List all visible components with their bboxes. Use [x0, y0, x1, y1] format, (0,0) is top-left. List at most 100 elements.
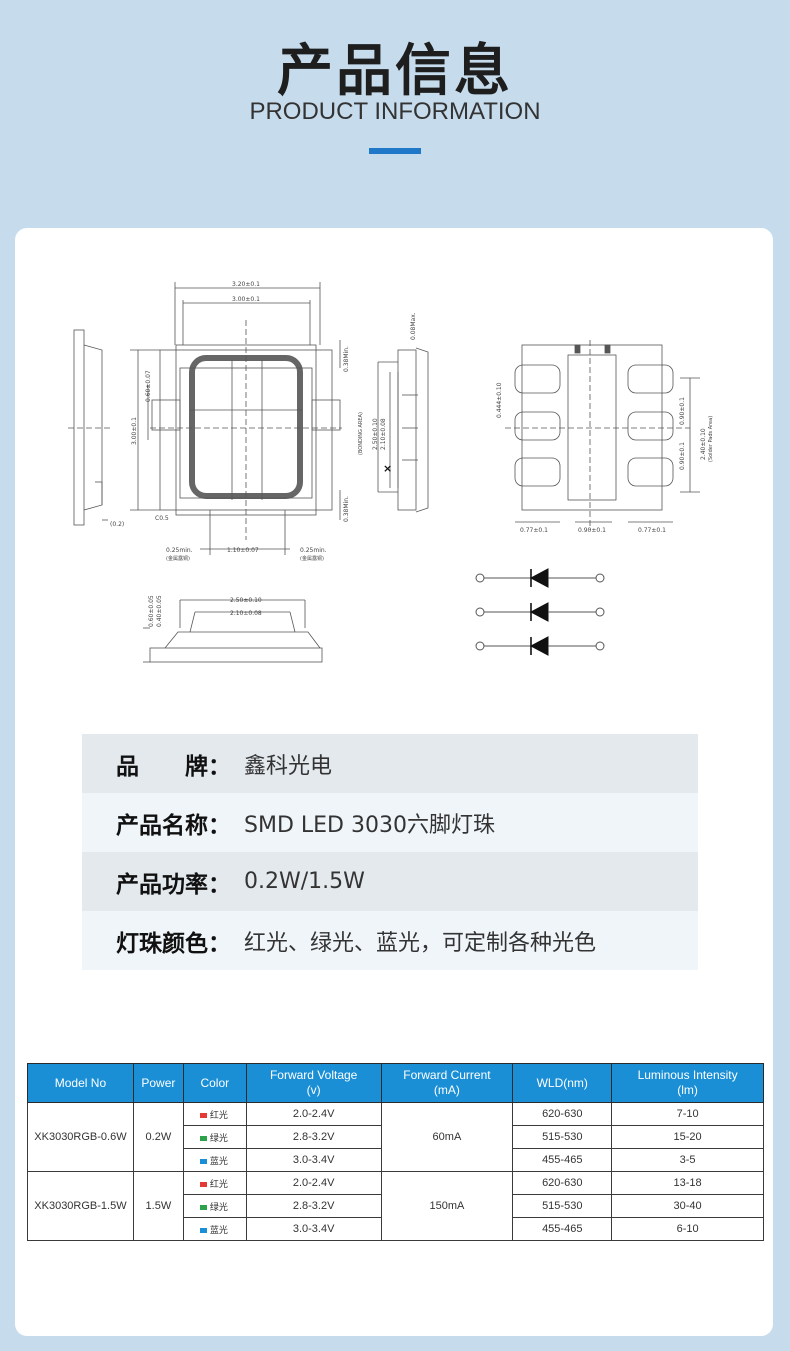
dim-label: 2.50±0.10 — [372, 418, 379, 450]
wld-cell: 620-630 — [512, 1102, 613, 1126]
info-key: 产品功率： — [116, 871, 231, 898]
power-cell: 0.2W — [132, 1102, 184, 1172]
table-row: 蓝光 3.0-3.4V 455-465 6-10 — [28, 1217, 764, 1241]
dim-label: (金属露铜) — [300, 555, 324, 562]
intensity-cell: 7-10 — [611, 1102, 764, 1126]
color-label: 红光 — [209, 1109, 228, 1120]
dim-label: 3.20±0.1 — [232, 281, 260, 288]
spec-table: Model No Power Color Forward Voltage (v)… — [27, 1063, 764, 1241]
dim-label: 0.25min. — [166, 547, 193, 554]
color-label: 绿光 — [209, 1132, 228, 1143]
color-label: 绿光 — [209, 1201, 228, 1212]
color-swatch — [199, 1204, 207, 1210]
table-row: 绿光 2.8-3.2V 515-530 15-20 — [28, 1125, 764, 1149]
dim-label: (金属露铜) — [166, 555, 190, 562]
power-cell: 1.5W — [132, 1171, 184, 1241]
header-intensity: Luminous Intensity (lm) — [611, 1063, 764, 1103]
voltage-cell: 2.0-2.4V — [245, 1171, 382, 1195]
info-value: 鑫科光电 — [244, 753, 333, 779]
dim-label: 0.90±0.1 — [679, 397, 686, 425]
header-color: Color — [182, 1063, 247, 1103]
dim-label: (0.2) — [110, 521, 124, 528]
diode-symbols — [475, 568, 605, 656]
color-swatch — [199, 1227, 207, 1233]
dim-label: 0.38Min. — [343, 496, 350, 522]
table-row: 绿光 2.8-3.2V 515-530 30-40 — [28, 1194, 764, 1218]
wld-cell: 620-630 — [512, 1171, 613, 1195]
side-view-left — [68, 329, 110, 526]
color-label: 红光 — [209, 1178, 228, 1189]
color-swatch — [199, 1135, 207, 1141]
product-info-list: 品 牌： 鑫科光电 产品名称： SMD LED 3030六脚灯珠 产品功率： 0… — [82, 734, 698, 970]
page-header: 产品信息 PRODUCT INFORMATION — [0, 0, 790, 228]
wld-cell: 455-465 — [512, 1148, 613, 1172]
dim-label: 0.90±0.1 — [679, 442, 686, 470]
dim-label: 0.38Min. — [343, 346, 350, 372]
voltage-cell: 2.0-2.4V — [245, 1102, 382, 1126]
spec-header-row: Model No Power Color Forward Voltage (v)… — [27, 1063, 764, 1103]
info-value: 红光、绿光、蓝光，可定制各种光色 — [244, 930, 597, 956]
color-swatch — [199, 1181, 207, 1187]
dimension-drawing-svg: (0.2) 3.20±0.1 3.00±0.1 C0.5 0.25min. — [68, 281, 714, 663]
color-swatch — [199, 1112, 207, 1118]
info-row-power: 产品功率： 0.2W/1.5W — [82, 852, 698, 911]
intensity-cell: 13-18 — [611, 1171, 764, 1195]
intensity-cell: 15-20 — [611, 1125, 764, 1149]
wld-cell: 515-530 — [512, 1194, 613, 1218]
dim-label: 1.10±0.07 — [227, 547, 259, 554]
intensity-cell: 3-5 — [611, 1148, 764, 1172]
dim-label: 0.77±0.1 — [638, 527, 666, 534]
intensity-cell: 6-10 — [611, 1217, 764, 1241]
current-cell: 150mA — [380, 1171, 514, 1241]
color-cell: 绿光 — [182, 1125, 247, 1149]
color-cell: 红光 — [182, 1171, 247, 1195]
dim-label: 2.10±0.08 — [380, 418, 387, 450]
svg-text:×: × — [383, 462, 392, 475]
bottom-view-pads — [505, 340, 700, 530]
header-voltage: Forward Voltage (v) — [245, 1063, 382, 1103]
current-cell: 60mA — [380, 1102, 514, 1172]
dim-label: 2.40±0.10 — [700, 428, 707, 460]
page-subtitle: PRODUCT INFORMATION — [249, 98, 541, 125]
page-title: 产品信息 — [277, 39, 513, 104]
front-view — [143, 599, 323, 663]
info-key: 产品名称： — [116, 812, 231, 839]
info-key: 品 牌： — [116, 753, 231, 780]
technical-drawing: (0.2) 3.20±0.1 3.00±0.1 C0.5 0.25min. — [68, 281, 714, 663]
color-label: 蓝光 — [209, 1224, 228, 1235]
header-model: Model No — [27, 1063, 134, 1103]
dim-label: 2.10±0.08 — [230, 610, 262, 617]
table-row: XK3030RGB-1.5W 1.5W 红光 2.0-2.4V 150mA 62… — [27, 1171, 764, 1241]
top-view-package — [130, 282, 342, 555]
dim-label: 0.08Max. — [410, 312, 417, 340]
dim-label: 0.60±0.05 — [148, 595, 155, 627]
intensity-cell: 30-40 — [611, 1194, 764, 1218]
header-power: Power — [132, 1063, 184, 1103]
header-wld: WLD(nm) — [512, 1063, 613, 1103]
side-view-right — [377, 347, 429, 513]
dim-label: 3.00±0.1 — [131, 417, 138, 445]
voltage-cell: 2.8-3.2V — [245, 1125, 382, 1149]
dim-label: (Solder Pads Area) — [708, 416, 714, 462]
color-swatch — [199, 1158, 207, 1164]
header-current: Forward Current (mA) — [380, 1063, 514, 1103]
info-row-color: 灯珠颜色： 红光、绿光、蓝光，可定制各种光色 — [82, 911, 698, 970]
dim-label: (BONDING AREA) — [358, 412, 364, 455]
dim-label: 0.444±0.10 — [496, 382, 503, 418]
dim-label: 0.77±0.1 — [520, 527, 548, 534]
wld-cell: 455-465 — [512, 1217, 613, 1241]
voltage-cell: 3.0-3.4V — [245, 1217, 382, 1241]
dim-label: 0.40±0.05 — [156, 595, 163, 627]
title-underline — [369, 148, 421, 154]
color-cell: 蓝光 — [182, 1148, 247, 1172]
dim-label: 3.00±0.1 — [232, 296, 260, 303]
dim-label: 2.50±0.10 — [230, 597, 262, 604]
color-cell: 蓝光 — [182, 1217, 247, 1241]
model-cell: XK3030RGB-1.5W — [27, 1171, 134, 1241]
table-row: XK3030RGB-0.6W 0.2W 红光 2.0-2.4V 60mA 620… — [27, 1102, 764, 1172]
color-cell: 红光 — [182, 1102, 247, 1126]
color-label: 蓝光 — [209, 1155, 228, 1166]
dim-label: 0.90±0.1 — [578, 527, 606, 534]
wld-cell: 515-530 — [512, 1125, 613, 1149]
table-row: 蓝光 3.0-3.4V 455-465 3-5 — [28, 1148, 764, 1172]
